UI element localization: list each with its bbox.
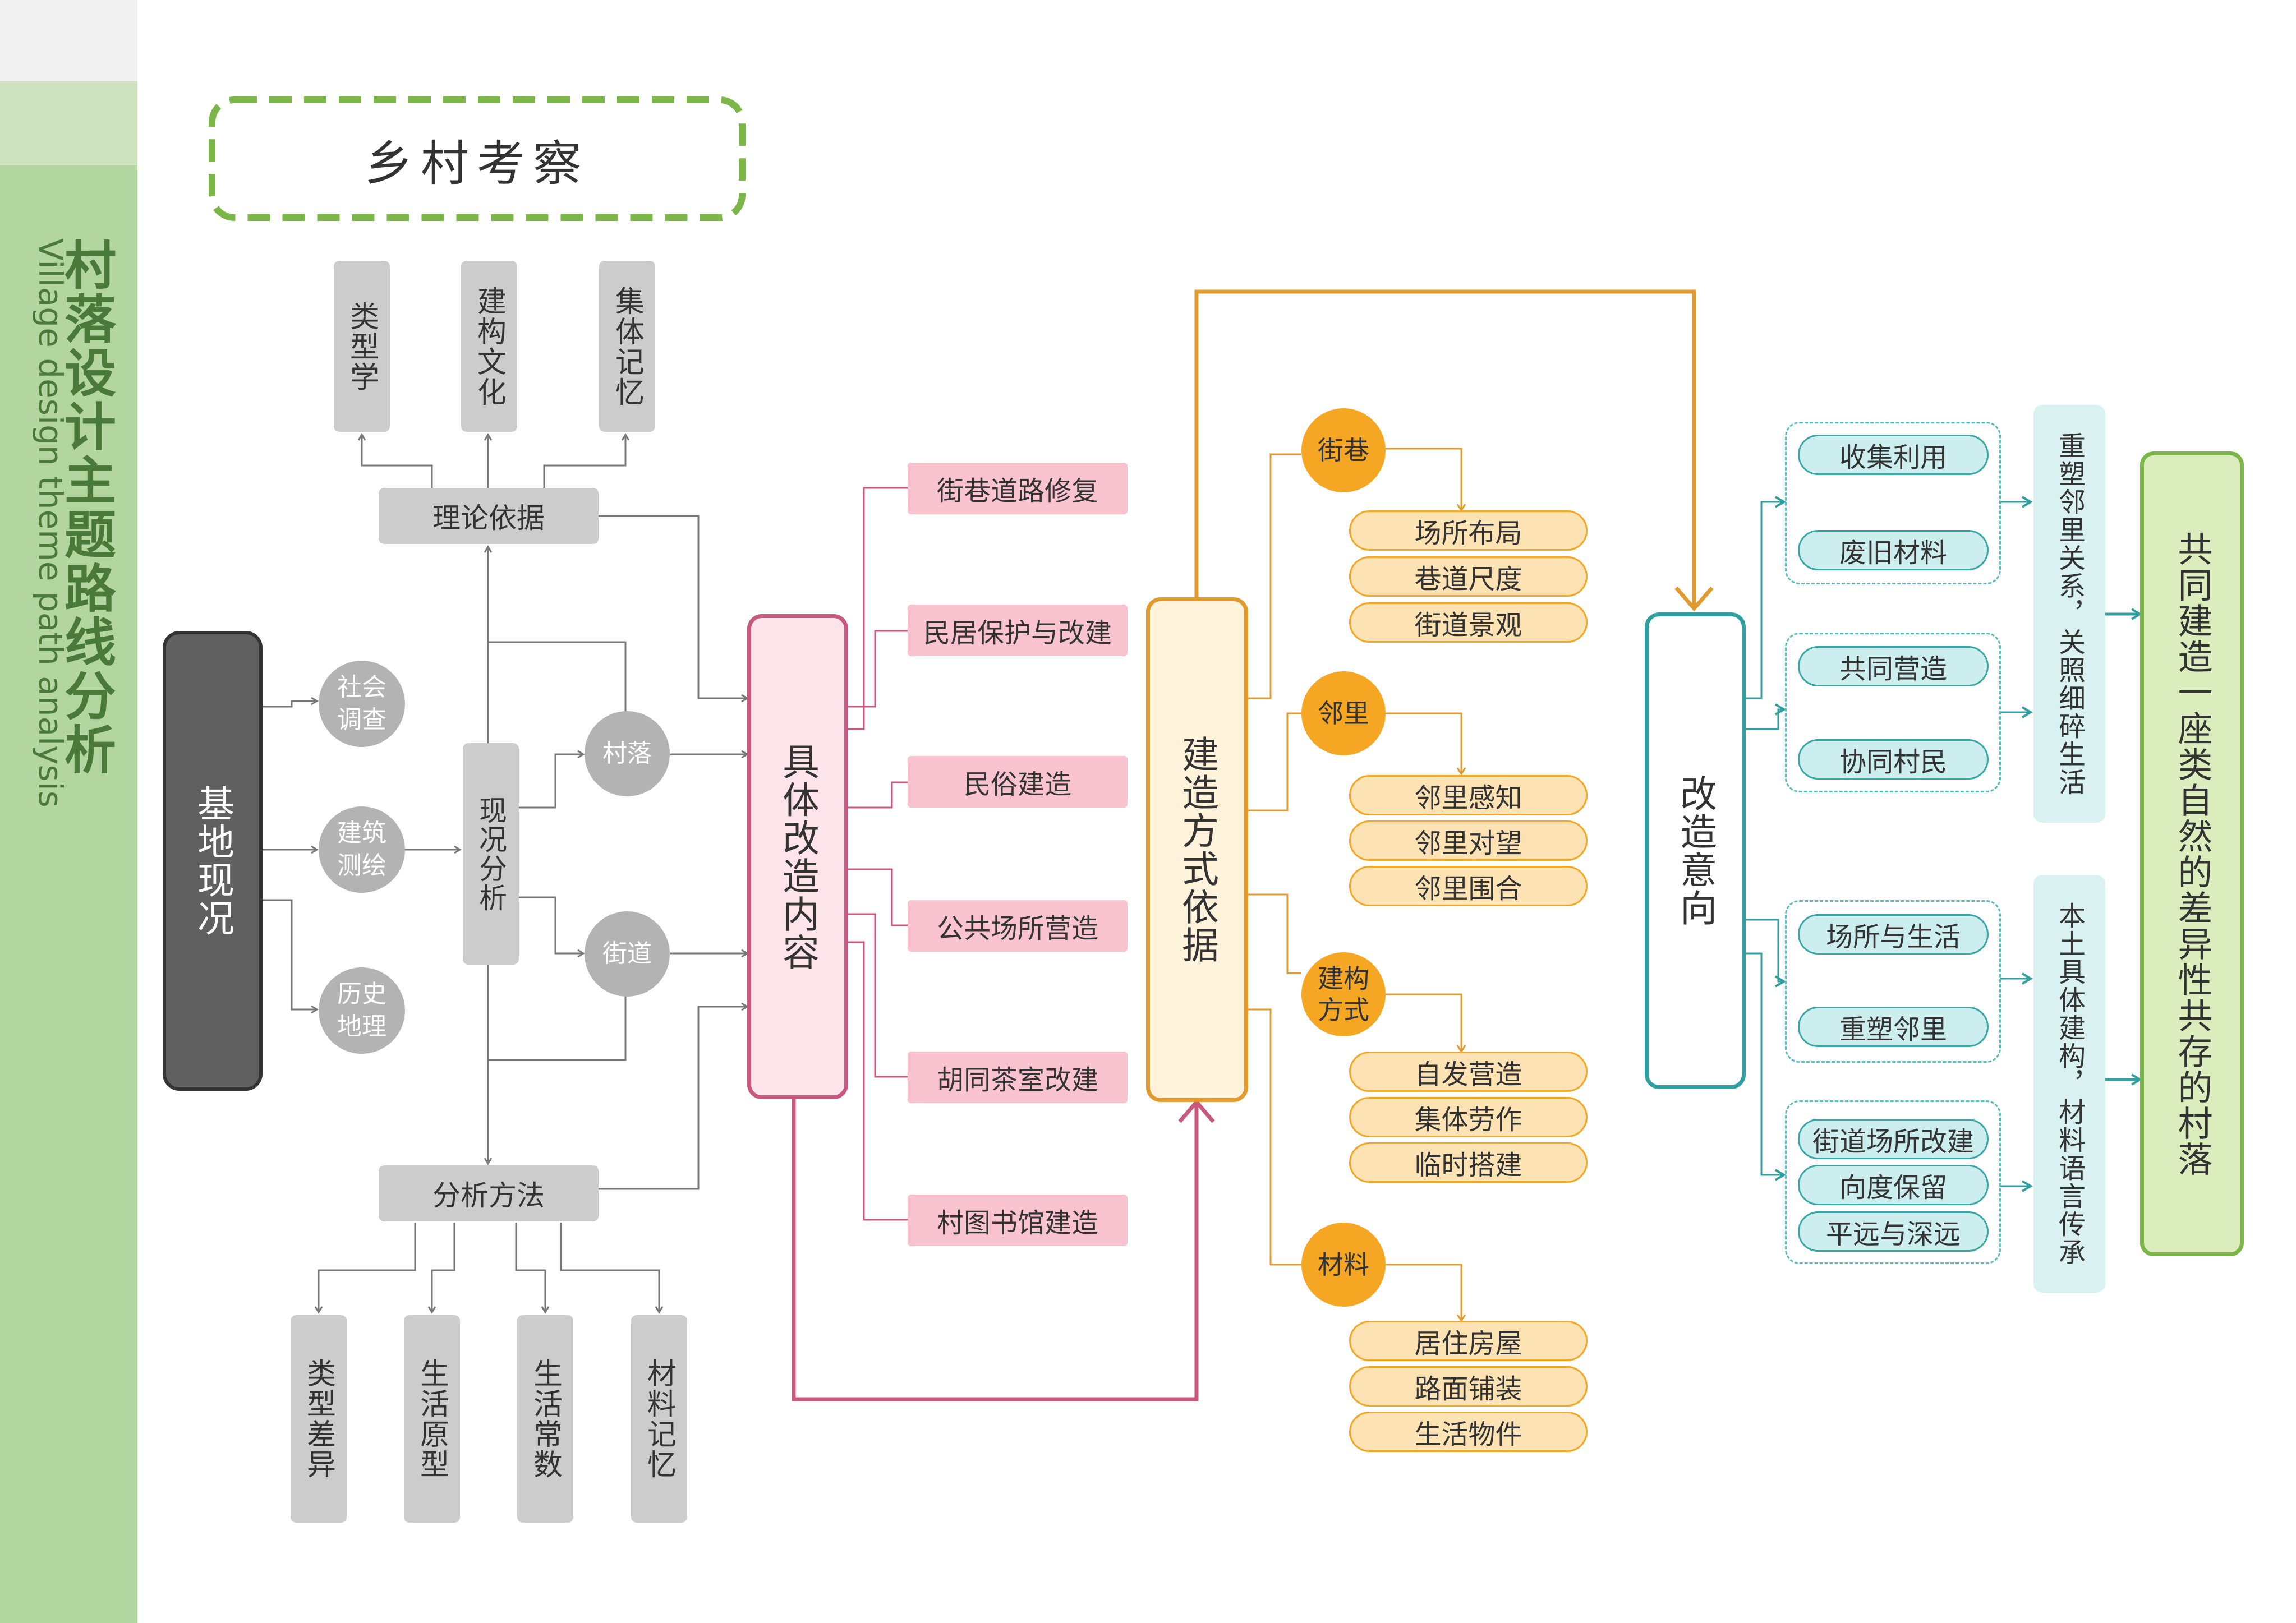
intent-item-4-2: 向度保留: [1798, 1165, 1989, 1205]
method-item-4: 材料记忆: [631, 1315, 687, 1523]
intent-item-2-2: 协同村民: [1798, 739, 1989, 780]
intent-item-4-3: 平远与深远: [1798, 1211, 1989, 1252]
basis-item-2-2: 邻里对望: [1349, 820, 1588, 861]
basis-item-3-1: 自发营造: [1349, 1052, 1588, 1092]
street-node: 街道: [585, 911, 670, 997]
sidebar-title-en: Village design theme path analysis: [31, 238, 70, 808]
intent-group-2: [1785, 633, 2001, 792]
basis-item-1-2: 巷道尺度: [1349, 556, 1588, 597]
header-frame: [209, 96, 746, 221]
social-survey-node: 社会调查: [319, 661, 405, 747]
village-node: 村落: [585, 711, 670, 796]
base-condition-box: 基地现况: [163, 631, 263, 1091]
content-item-4: 公共场所营造: [908, 900, 1128, 952]
intent-summary-1: 重塑邻里关系，关照细碎生活: [2033, 405, 2105, 823]
page-title: 乡村考察: [365, 135, 589, 192]
orange-loop-arrow: [1194, 289, 1696, 606]
sidebar-bg: [0, 0, 137, 1623]
basis-item-4-3: 生活物件: [1349, 1412, 1588, 1452]
basis-item-4-1: 居住房屋: [1349, 1321, 1588, 1361]
pink-loop-arrow: [792, 1099, 1199, 1401]
basis-item-2-3: 邻里围合: [1349, 866, 1588, 906]
architecture-survey-node: 建筑测绘: [319, 806, 405, 893]
basis-group-neighbor: 邻里: [1301, 671, 1386, 755]
content-item-6: 村图书馆建造: [908, 1195, 1128, 1246]
intent-item-1-1: 收集利用: [1798, 435, 1989, 475]
method-item-1: 类型差异: [291, 1315, 347, 1523]
basis-item-4-2: 路面铺装: [1349, 1366, 1588, 1407]
basis-item-2-1: 邻里感知: [1349, 775, 1588, 815]
method-item-3: 生活常数: [517, 1315, 573, 1523]
basis-item-1-1: 场所布局: [1349, 510, 1588, 551]
theory-item-memory: 集体记忆: [599, 261, 655, 432]
theory-item-typology: 类型学: [334, 261, 390, 432]
theory-basis-box: 理论依据: [379, 488, 599, 544]
history-geography-node: 历史地理: [319, 967, 405, 1054]
basis-item-3-3: 临时搭建: [1349, 1142, 1588, 1183]
basis-item-3-2: 集体劳作: [1349, 1097, 1588, 1137]
content-item-1: 街巷道路修复: [908, 463, 1128, 514]
theory-item-tectonic: 建构文化: [461, 261, 517, 432]
sidebar-title-cn: 村落设计主题路线分析: [56, 238, 116, 777]
intent-group-4: [1785, 1100, 2001, 1264]
intent-item-2-1: 共同营造: [1798, 646, 1989, 686]
content-item-2: 民居保护与改建: [908, 605, 1128, 656]
basis-item-1-3: 街道景观: [1349, 602, 1588, 643]
content-item-3: 民俗建造: [908, 756, 1128, 808]
intent-item-4-1: 街道场所改建: [1798, 1119, 1989, 1159]
intent-item-3-1: 场所与生活: [1798, 914, 1989, 955]
final-goal-box: 共同建造一座类自然的差异性共存的村落: [2140, 451, 2244, 1256]
intent-summary-2: 本土具体建构，材料语言传承: [2033, 875, 2105, 1293]
content-item-5: 胡同茶室改建: [908, 1052, 1128, 1103]
method-item-2: 生活原型: [404, 1315, 460, 1523]
basis-group-material: 材料: [1301, 1223, 1386, 1307]
intent-item-3-2: 重塑邻里: [1798, 1007, 1989, 1047]
basis-group-street: 街巷: [1301, 408, 1386, 492]
basis-group-tectonic: 建构方式: [1301, 952, 1386, 1036]
status-analysis-box: 现况分析: [463, 743, 519, 965]
renovation-content-box: 具体改造内容: [747, 614, 848, 1099]
intent-item-1-2: 废旧材料: [1798, 530, 1989, 570]
analysis-method-box: 分析方法: [379, 1165, 599, 1221]
intent-group-3: [1785, 900, 2001, 1063]
intent-group-1: [1785, 422, 2001, 584]
construction-basis-box: 建造方式依据: [1146, 597, 1248, 1102]
renovation-intent-box: 改造意向: [1645, 612, 1746, 1089]
